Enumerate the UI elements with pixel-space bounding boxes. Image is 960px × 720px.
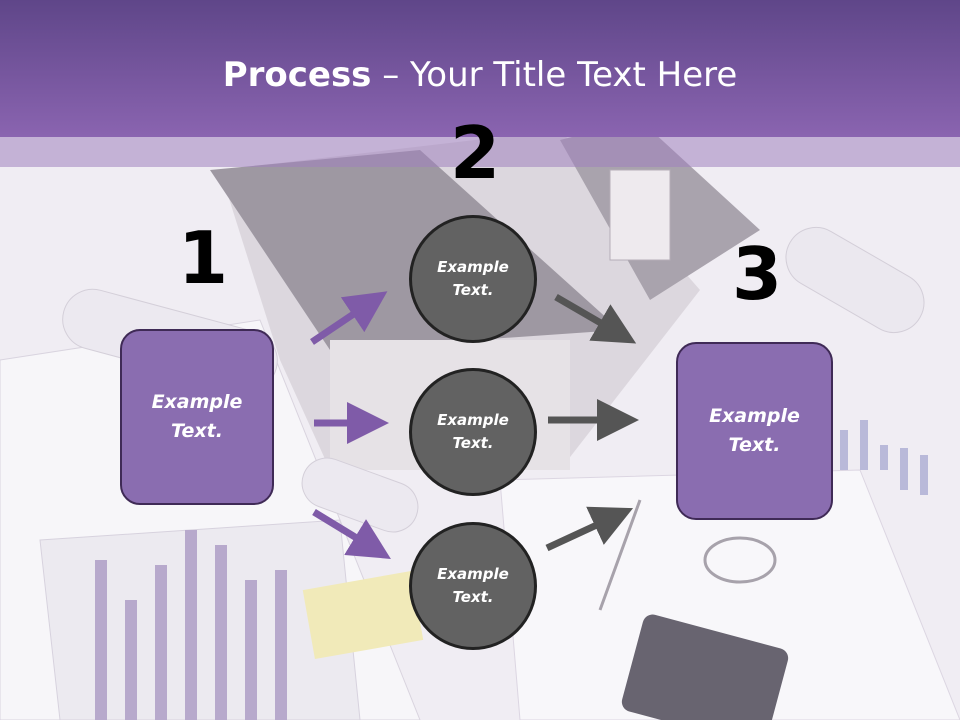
step-number-1: 1	[178, 216, 229, 300]
circle-middle-text-line2: Text.	[452, 434, 494, 452]
arrow-to-circle-bottom	[312, 509, 391, 559]
step-number-2: 2	[450, 111, 501, 195]
slide-title: Process – Your Title Text Here	[0, 54, 960, 96]
circle-bottom-text-line1: Example	[437, 565, 509, 583]
step-1-box[interactable]: Example Text.	[120, 329, 274, 505]
arrow-from-circle-bottom	[545, 506, 634, 552]
header-band	[0, 0, 960, 137]
step-2-circle-middle[interactable]: Example Text.	[409, 368, 537, 496]
title-bold: Process	[222, 55, 372, 95]
circle-middle-text-line1: Example	[437, 411, 509, 429]
step-3-text-line2: Text.	[728, 434, 781, 456]
step-1-text-line2: Text.	[171, 420, 223, 442]
step-number-3: 3	[732, 232, 783, 316]
step-3-text-line1: Example	[709, 405, 800, 427]
step-2-circle-top[interactable]: Example Text.	[409, 215, 537, 343]
step-3-box[interactable]: Example Text.	[676, 342, 833, 520]
arrow-from-circle-top	[554, 293, 637, 344]
step-1-text-line1: Example	[151, 391, 243, 413]
arrow-to-circle-top	[310, 291, 388, 345]
circle-bottom-text-line2: Text.	[452, 588, 494, 606]
circle-top-text-line2: Text.	[452, 281, 494, 299]
circle-top-text-line1: Example	[437, 258, 509, 276]
title-rest: – Your Title Text Here	[371, 55, 738, 95]
header-sub-band	[0, 137, 960, 167]
step-2-circle-bottom[interactable]: Example Text.	[409, 522, 537, 650]
